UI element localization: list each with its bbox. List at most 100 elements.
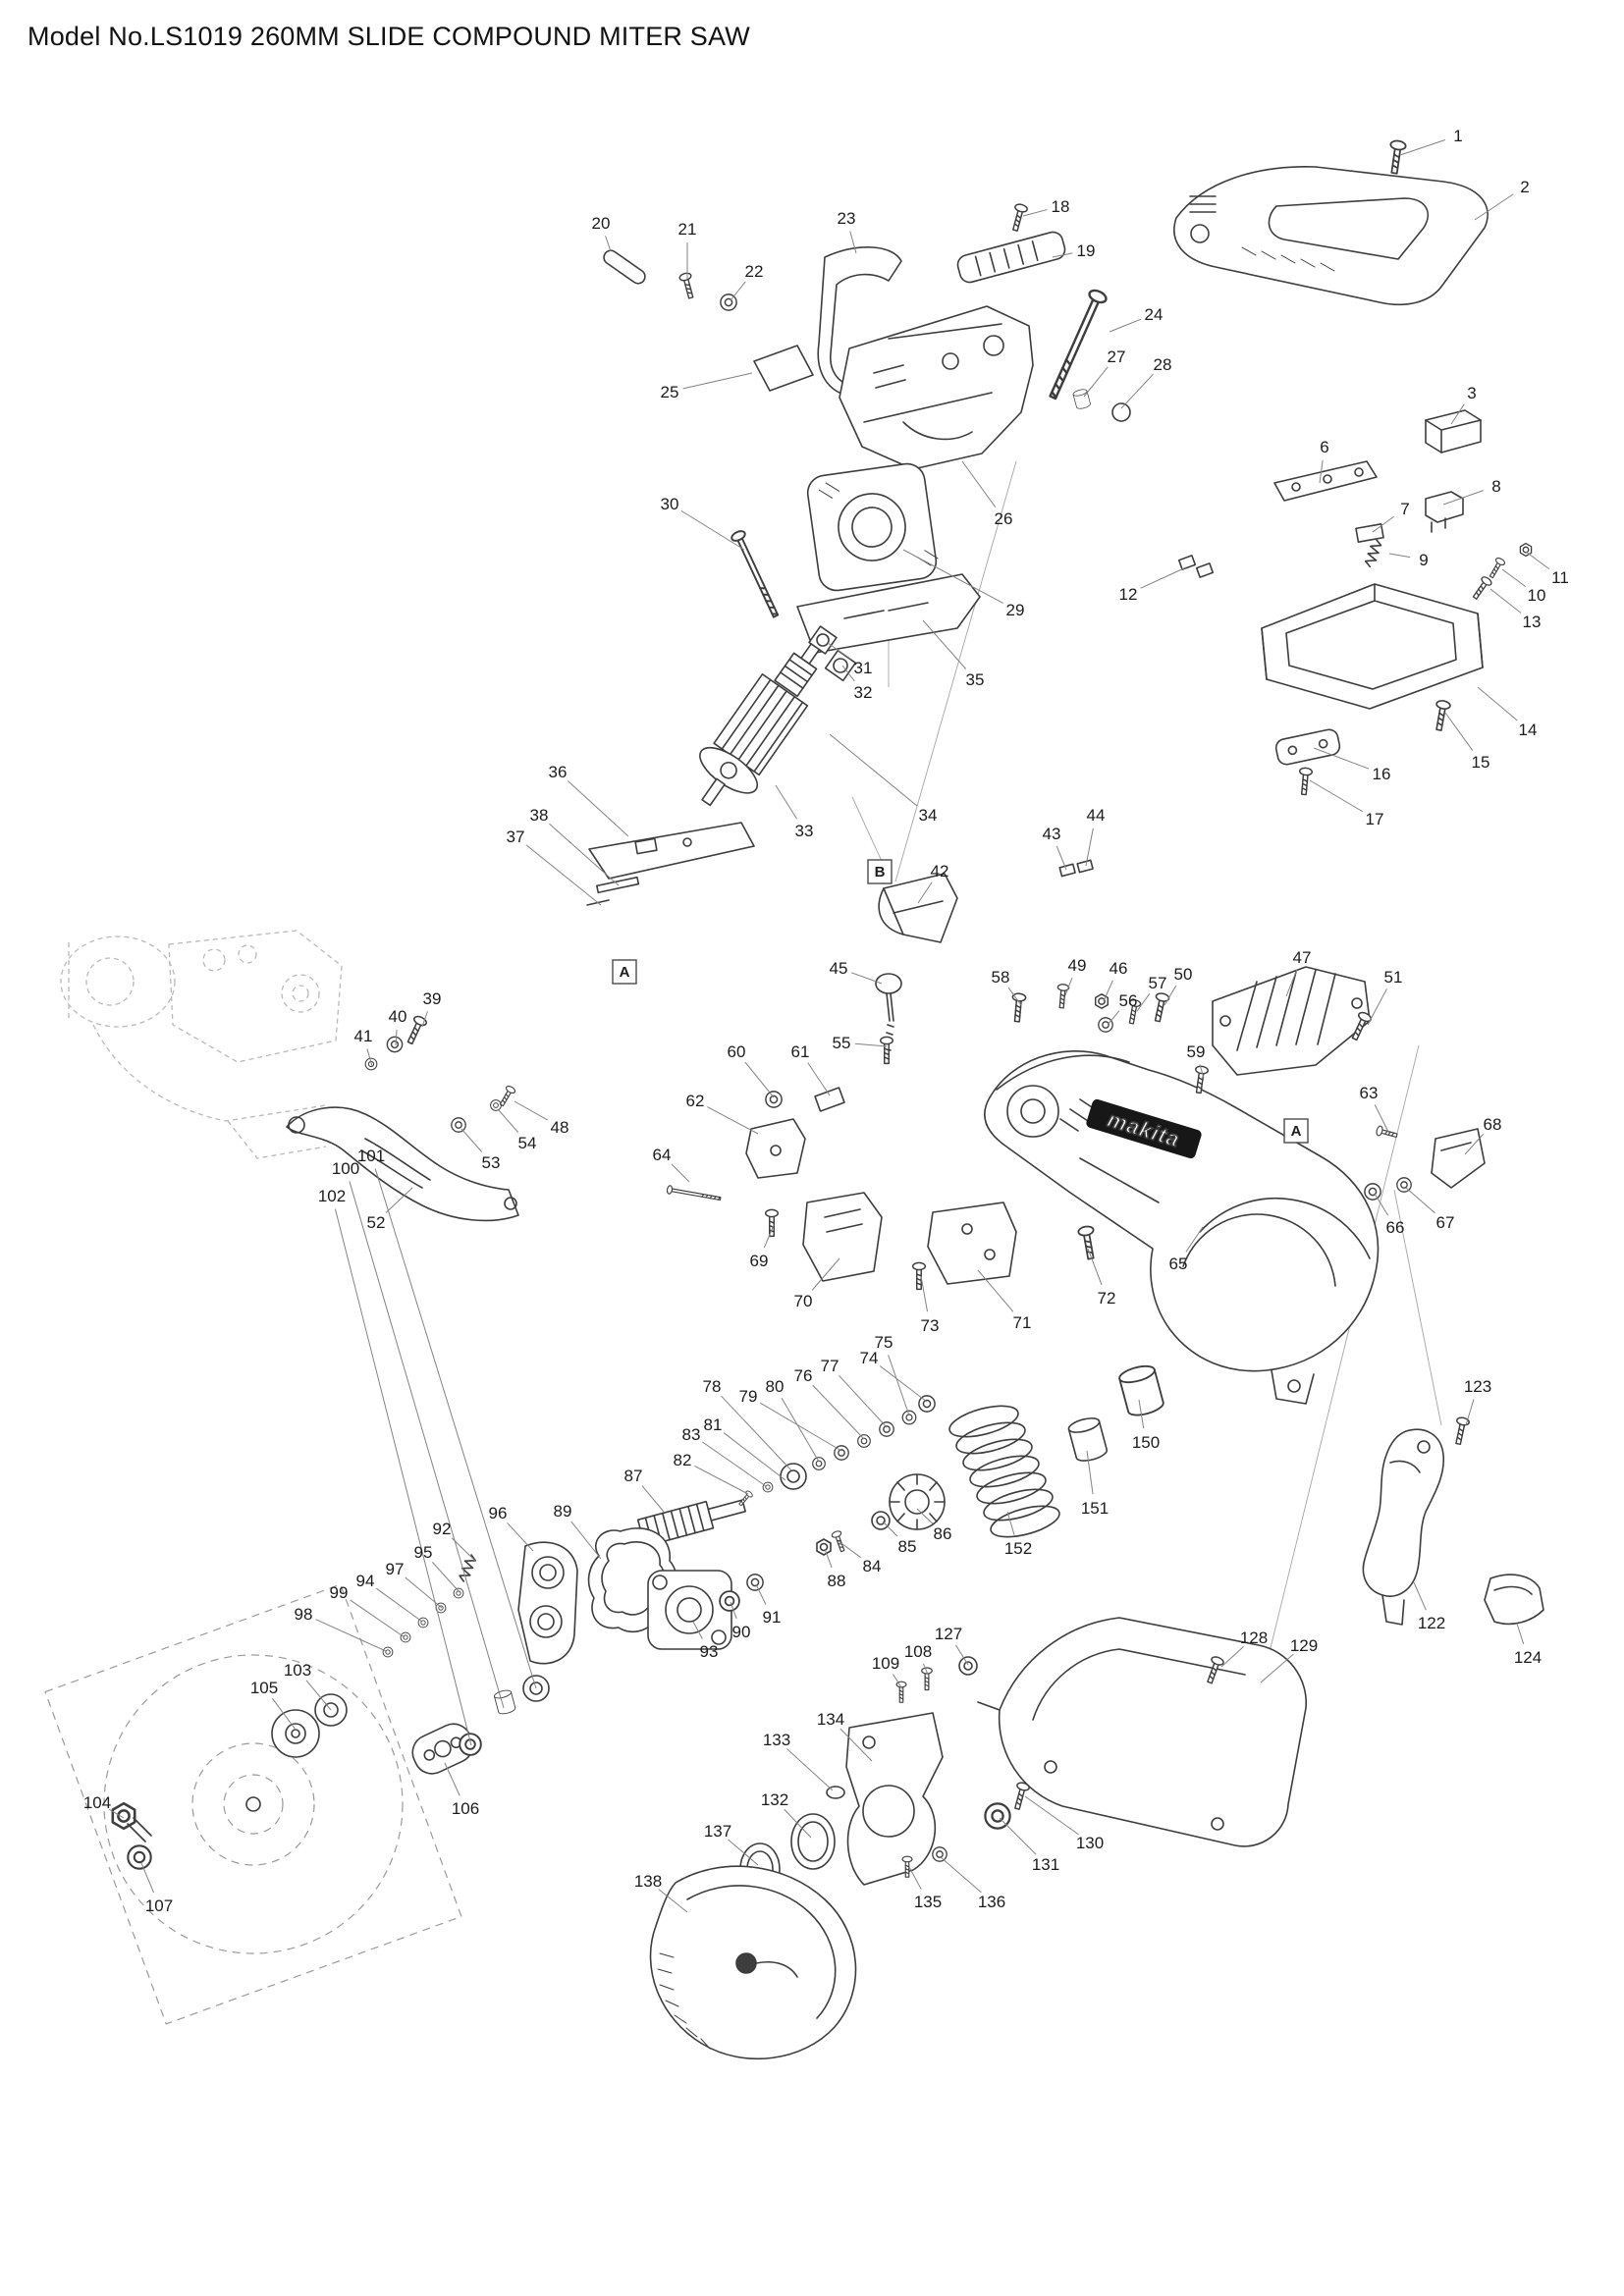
leader-line-88 [824,1548,833,1569]
part-label-50: 50 [1174,965,1193,984]
part-label-96: 96 [489,1504,508,1522]
part-label-23: 23 [838,209,856,228]
spring-collar-drawing [948,1362,1166,1538]
leader-line-94 [376,1587,423,1623]
gear-train-drawing [517,1463,946,1665]
leader-line-8 [1442,490,1484,506]
leader-line-77 [839,1374,888,1428]
leader-line-152 [1006,1511,1015,1535]
part-label-28: 28 [1154,355,1172,374]
callout-box-2 [1283,1118,1309,1144]
part-label-128: 128 [1240,1629,1268,1647]
leader-line-95 [432,1562,460,1593]
leader-line-50 [1164,985,1177,1006]
part-label-93: 93 [700,1642,719,1661]
leader-line-48 [514,1100,549,1121]
leader-line-61 [807,1062,831,1096]
part-label-49: 49 [1068,956,1087,975]
part-label-84: 84 [863,1557,882,1575]
leader-line-56 [1107,1010,1120,1026]
leader-line-92 [451,1537,476,1562]
part-label-77: 77 [821,1357,839,1375]
callout-label-1: B [875,864,886,881]
part-label-107: 107 [145,1896,173,1915]
part-label-104: 104 [83,1793,111,1812]
part-label-89: 89 [554,1502,572,1521]
part-label-25: 25 [661,383,679,401]
leader-line-51 [1367,988,1387,1026]
leader-line-2 [1474,193,1514,221]
part-label-136: 136 [978,1893,1005,1911]
leader-line-83 [702,1441,767,1487]
leader-line-62 [707,1106,759,1135]
leader-line-98 [315,1619,387,1652]
part-label-122: 122 [1418,1614,1445,1632]
leader-line-11 [1525,551,1550,570]
part-label-9: 9 [1419,551,1428,569]
leader-line-81 [723,1432,786,1481]
leader-line-32 [841,665,855,682]
part-label-152: 152 [1004,1539,1032,1558]
leader-line-55 [854,1042,888,1047]
construction-lines [851,460,1442,1665]
terminal-box-drawing [878,409,1484,943]
part-label-99: 99 [330,1583,349,1602]
part-label-56: 56 [1119,991,1138,1010]
leader-line-79 [759,1402,842,1452]
part-label-63: 63 [1360,1084,1379,1102]
leader-line-44 [1085,828,1094,867]
part-label-54: 54 [518,1134,537,1152]
leader-line-151 [1086,1450,1094,1495]
leader-line-66 [1374,1193,1389,1216]
part-label-19: 19 [1077,241,1096,260]
part-label-61: 61 [791,1042,810,1061]
part-label-38: 38 [530,806,549,825]
lock-lever-drawing [286,1106,519,1222]
leader-line-63 [1374,1104,1390,1135]
part-label-94: 94 [356,1572,375,1590]
part-label-106: 106 [452,1799,479,1818]
part-label-135: 135 [914,1893,942,1911]
switch-housing-drawing [839,305,1034,470]
leader-line-70 [811,1257,840,1291]
spindle-flange-drawing [111,1675,550,1842]
leader-line-35 [922,619,967,669]
leader-line-107 [140,1862,155,1894]
part-label-15: 15 [1472,753,1490,772]
part-label-133: 133 [763,1731,790,1749]
leader-line-129 [1260,1653,1294,1683]
leader-line-26 [961,460,997,507]
part-label-53: 53 [482,1153,501,1172]
leader-line-29 [902,549,1003,604]
leader-line-22 [730,281,746,301]
leader-line-41 [366,1048,373,1067]
part-label-64: 64 [653,1146,672,1164]
part-label-12: 12 [1119,585,1138,604]
part-label-132: 132 [761,1790,788,1809]
leader-line-3 [1450,403,1465,425]
part-label-80: 80 [766,1377,785,1396]
part-label-1: 1 [1453,127,1462,145]
leader-line-57 [1136,993,1151,1012]
part-label-58: 58 [992,968,1010,987]
part-label-60: 60 [728,1042,746,1061]
trigger-handle-drawing [1362,1428,1544,1626]
leader-line-127 [954,1644,969,1666]
leader-line-42 [917,881,933,904]
fasteners-drawing [127,138,1533,1878]
leader-line-16 [1313,747,1370,770]
part-label-88: 88 [828,1572,846,1590]
saw-blade-dashed-drawing [44,1583,462,2025]
leader-line-123 [1465,1399,1475,1426]
callout-label-0: A [620,964,630,981]
leader-line-74 [879,1365,928,1403]
leader-line-58 [1007,988,1022,1006]
leader-line-67 [1405,1187,1435,1214]
leader-line-52 [385,1187,413,1213]
leader-line-135 [908,1866,922,1890]
part-label-33: 33 [795,822,814,840]
leader-line-17 [1309,779,1364,813]
part-label-137: 137 [704,1822,731,1841]
callout-box-0 [612,959,637,985]
